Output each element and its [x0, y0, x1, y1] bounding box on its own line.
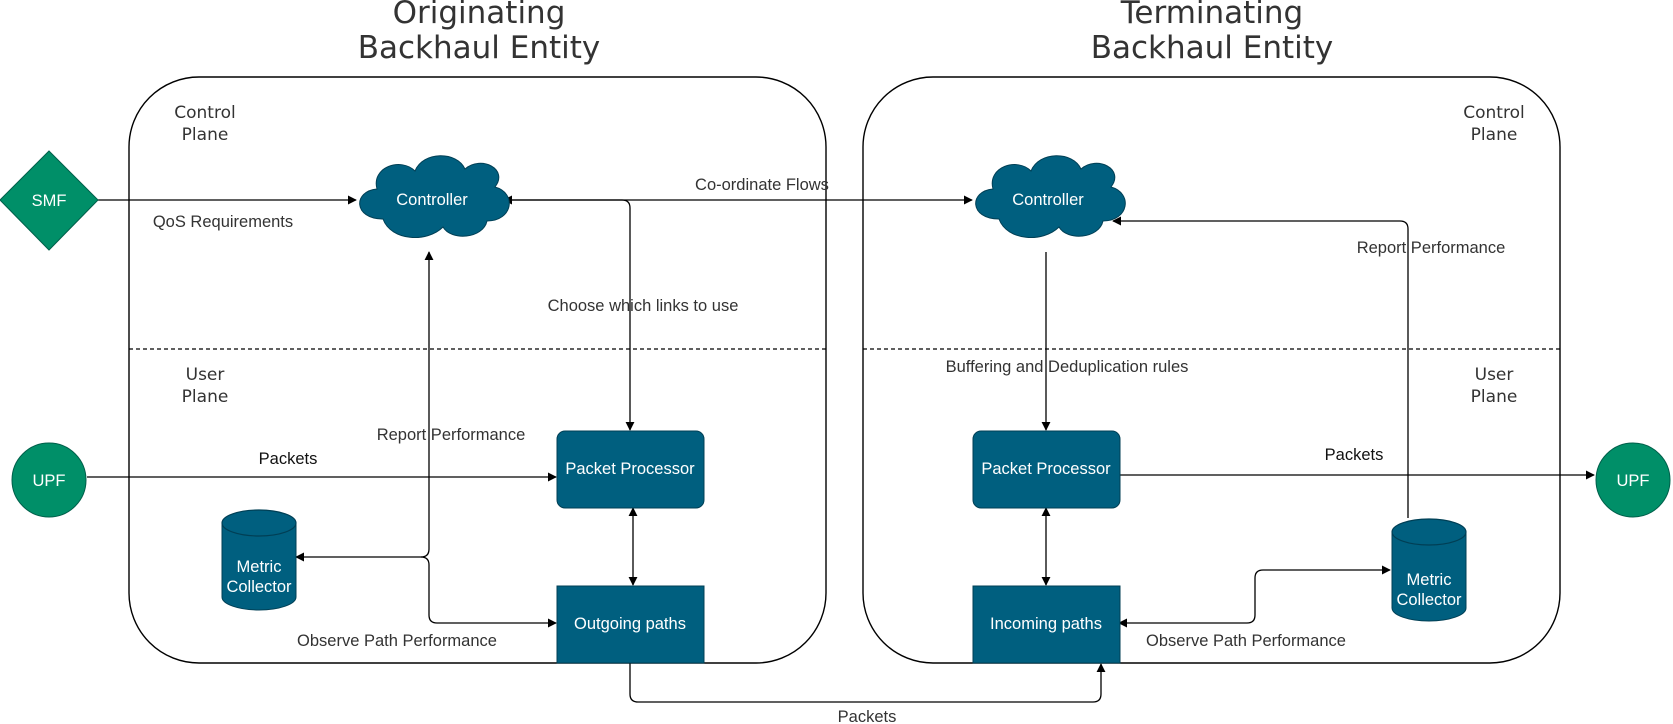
controller-right-node — [975, 155, 1126, 238]
packets-out-label: Packets — [1325, 446, 1384, 464]
observe-right-label: Observe Path Performance — [1146, 632, 1346, 650]
coordinate-flows-label: Co-ordinate Flows — [695, 176, 829, 194]
edge-packets-between-entities — [629, 663, 1106, 703]
edge-controller-to-packet-processor-left — [504, 199, 635, 431]
metric-collector-right-node — [1391, 518, 1467, 622]
observe-left-label: Observe Path Performance — [297, 632, 497, 650]
right-control-plane-label-line1: Control — [1463, 103, 1524, 123]
incoming-paths-node — [972, 585, 1121, 664]
qos-requirements-label: QoS Requirements — [153, 213, 293, 231]
controller-left-node — [359, 155, 510, 238]
edge-report-performance-left — [295, 251, 434, 562]
report-performance-right-label: Report Performance — [1357, 239, 1506, 257]
edge-observe-left — [420, 556, 557, 628]
right-user-plane-label-line2: Plane — [1471, 387, 1518, 407]
incoming-paths-label: Incoming paths — [990, 615, 1102, 633]
packets-between-label: Packets — [838, 708, 897, 724]
left-control-plane-label-line2: Plane — [182, 125, 229, 145]
upf-out-node — [1595, 442, 1671, 518]
terminating-title-line2: Backhaul Entity — [1091, 30, 1334, 66]
outgoing-paths-label: Outgoing paths — [574, 615, 686, 633]
originating-title-line1: Originating — [393, 0, 566, 31]
report-performance-left-label: Report Performance — [377, 426, 526, 444]
edge-report-performance-right — [1112, 216, 1409, 518]
controller-right-label: Controller — [1012, 191, 1084, 209]
packets-in-label: Packets — [259, 450, 318, 468]
edge-observe-right — [1118, 565, 1391, 628]
metric-collector-right-label-line1: Metric — [1407, 571, 1452, 589]
outgoing-paths-node — [556, 585, 705, 664]
packet-processor-left-label: Packet Processor — [565, 460, 695, 478]
metric-collector-left-label-line1: Metric — [237, 558, 282, 576]
packet-processor-right-label: Packet Processor — [981, 460, 1111, 478]
terminating-title-line1: Terminating — [1120, 0, 1304, 31]
left-user-plane-label-line1: User — [186, 365, 225, 385]
left-user-plane-label-line2: Plane — [182, 387, 229, 407]
originating-entity-box — [128, 76, 827, 664]
upf-out-label: UPF — [1617, 472, 1650, 490]
metric-collector-right-label-line2: Collector — [1396, 591, 1462, 609]
controller-left-label: Controller — [396, 191, 468, 209]
metric-collector-left-node — [221, 509, 297, 611]
right-control-plane-label-line2: Plane — [1471, 125, 1518, 145]
choose-links-label: Choose which links to use — [548, 297, 739, 315]
terminating-entity-box — [862, 76, 1561, 664]
smf-node — [0, 150, 99, 251]
packet-processor-right-node — [972, 430, 1121, 509]
right-user-plane-label-line1: User — [1475, 365, 1514, 385]
upf-in-label: UPF — [33, 472, 66, 490]
left-control-plane-label-line1: Control — [174, 103, 235, 123]
originating-title-line2: Backhaul Entity — [358, 30, 601, 66]
upf-in-node — [11, 442, 87, 518]
packet-processor-left-node — [556, 430, 705, 509]
smf-label: SMF — [32, 192, 67, 210]
metric-collector-left-label-line2: Collector — [226, 578, 292, 596]
buffering-rules-label: Buffering and Deduplication rules — [946, 358, 1189, 376]
